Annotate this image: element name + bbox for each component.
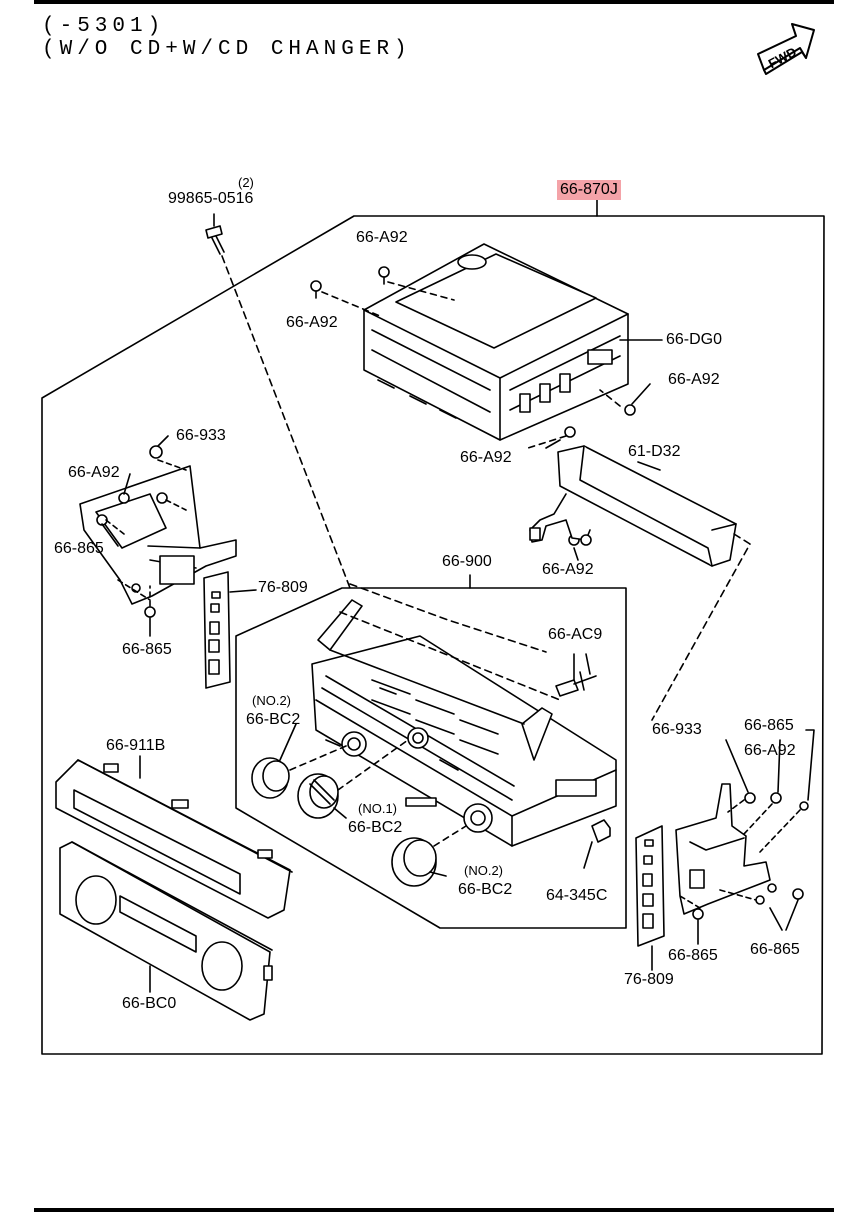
display-dashed-path	[651, 533, 751, 721]
dg0-label: 66-DG0	[666, 331, 723, 348]
bc2-no2b-qty: (NO.2)	[464, 863, 503, 878]
n809-left-label: 76-809	[258, 579, 308, 596]
bc2-no1-label: 66-BC2	[348, 819, 403, 836]
screw-part-number: 99865-0516	[168, 190, 254, 207]
screw-99865-0516	[205, 213, 225, 255]
right-bracket	[675, 783, 809, 920]
right-bracket-dashes	[679, 799, 801, 909]
misc-leaders	[101, 339, 663, 877]
d32-label: 61-D32	[628, 443, 681, 460]
damper-left-leader	[229, 589, 257, 593]
n345c-label: 64-345C	[546, 887, 608, 904]
n865-left-top-label: 66-865	[54, 540, 104, 557]
screw-qty-label: (2)	[238, 175, 254, 190]
n865-right-b-label: 66-865	[750, 941, 800, 958]
n865-right-a-label: 66-865	[668, 947, 718, 964]
bc2-no2-qty: (NO.2)	[252, 693, 291, 708]
a92-right-label: 66-A92	[668, 371, 720, 388]
assembly-boundary	[41, 215, 825, 1055]
clip-dashed-lines	[321, 281, 621, 449]
left-bracket-dashes	[105, 459, 187, 607]
knob-66-bc2-no2-right	[391, 837, 437, 887]
header-range: (-5301)	[42, 15, 166, 38]
n911b-label: 66-911B	[106, 737, 166, 754]
bezel-66-911b	[55, 759, 293, 919]
fixing-pin-64-345c	[591, 819, 611, 843]
knob-dashed-lines	[289, 739, 467, 847]
n933-left-label: 66-933	[176, 427, 226, 444]
n900-label: 66-900	[442, 553, 492, 570]
damper-76-809-right	[635, 825, 665, 947]
left-bracket	[79, 445, 237, 618]
top-rule	[34, 0, 834, 4]
n865-left-bottom-label: 66-865	[122, 641, 172, 658]
bottom-rule	[34, 1208, 834, 1212]
damper-76-809-left	[203, 571, 231, 689]
pin-leader	[583, 841, 593, 869]
cd-mechanism-66-dg0	[363, 243, 629, 441]
ac9-leader-b	[585, 653, 591, 675]
a92-cable-label: 66-A92	[542, 561, 594, 578]
screw-dashed-path	[221, 255, 351, 589]
a92-bracket-left-label: 66-A92	[68, 464, 120, 481]
bc2-no1-qty: (NO.1)	[358, 801, 397, 816]
bc2-no2-label: 66-BC2	[246, 711, 301, 728]
panel-dashed-frame	[339, 583, 561, 701]
a92-top-label: 66-A92	[356, 229, 408, 246]
display-unit-61-d32	[529, 445, 737, 567]
knob-66-bc2-no1	[297, 773, 339, 819]
control-panel-66-900	[311, 599, 617, 847]
faceplate-66-bc0	[59, 841, 273, 1021]
n933-right-label: 66-933	[652, 721, 702, 738]
header-variant: (W/O CD+W/CD CHANGER)	[42, 38, 412, 61]
n809-right-label: 76-809	[624, 971, 674, 988]
a92-bracket-right-label: 66-A92	[744, 742, 796, 759]
direction-arrow-icon: FWD	[757, 23, 815, 75]
assembly-part-number: 66-870J	[557, 180, 621, 200]
n865-right-top-label: 66-865	[744, 717, 794, 734]
right-leaders	[697, 729, 815, 945]
bc2-no2b-label: 66-BC2	[458, 881, 513, 898]
a92-mid-label: 66-A92	[460, 449, 512, 466]
ac9-label: 66-AC9	[548, 626, 603, 643]
knob-66-bc2-no2-left	[251, 757, 290, 799]
a92-left-label: 66-A92	[286, 314, 338, 331]
bc0-label: 66-BC0	[122, 995, 177, 1012]
subassembly-66-900-boundary	[235, 587, 627, 929]
